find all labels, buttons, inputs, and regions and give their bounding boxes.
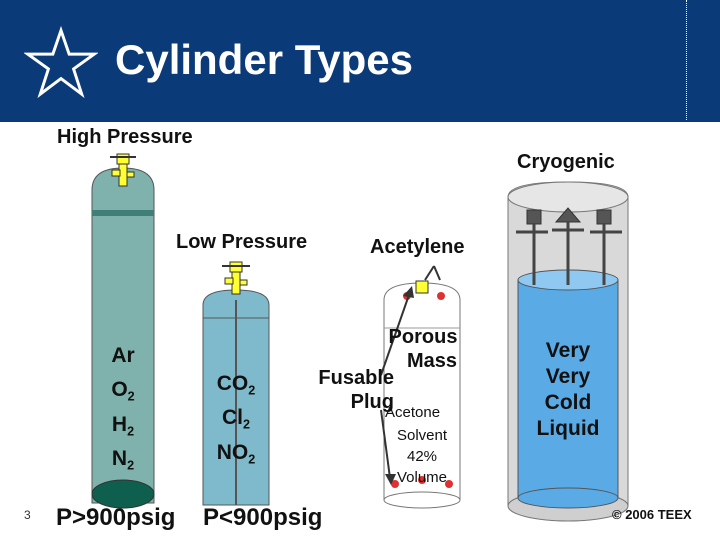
gas-formula: H2 — [111, 412, 135, 439]
copyright-notice: © 2006 TEEX — [612, 507, 692, 522]
valve-icon — [222, 261, 250, 295]
gas-formula: CO2 — [216, 372, 256, 398]
porous-mass-label: Porous Mass — [388, 326, 458, 372]
arrow-icon — [380, 286, 414, 485]
high-pressure-cylinder — [91, 167, 155, 509]
title-banner: Cylinder Types — [0, 0, 720, 122]
fusable-plug-label: Fusable Plug — [318, 367, 394, 413]
gas-formula: O2 — [111, 378, 135, 404]
vent-valve-icon — [516, 207, 622, 285]
decorative-line — [686, 0, 693, 120]
low-pressure-rating: P<900psig — [203, 504, 323, 531]
cryogenic-liquid-label: Very Very Cold Liquid — [536, 339, 600, 440]
gas-formula: Ar — [111, 344, 135, 367]
cryogenic-cylinder — [507, 181, 629, 522]
low-pressure-gas-list: CO2 Cl2 NO2 — [207, 370, 265, 473]
low-pressure-label: Low Pressure — [176, 231, 308, 253]
solvent-note: Solvent 42% Volume — [396, 427, 448, 486]
star-icon — [24, 26, 98, 99]
valve-icon — [110, 153, 136, 187]
gas-formula: N2 — [111, 447, 135, 473]
valve-icon — [415, 265, 441, 294]
gas-formula: Cl2 — [221, 406, 250, 432]
acetone-label: Acetone — [385, 404, 441, 421]
high-pressure-rating: P>900psig — [56, 504, 176, 531]
acetylene-label: Acetylene — [370, 236, 465, 258]
gas-formula: NO2 — [216, 440, 256, 467]
page-title: Cylinder Types — [115, 36, 413, 83]
acetylene-cylinder — [383, 282, 461, 509]
low-pressure-cylinder — [202, 289, 270, 506]
cryogenic-label: Cryogenic — [517, 151, 615, 173]
high-pressure-label: High Pressure — [57, 126, 193, 148]
page-number: 3 — [24, 508, 31, 522]
high-pressure-gas-list: Ar O2 H2 N2 — [98, 342, 148, 480]
